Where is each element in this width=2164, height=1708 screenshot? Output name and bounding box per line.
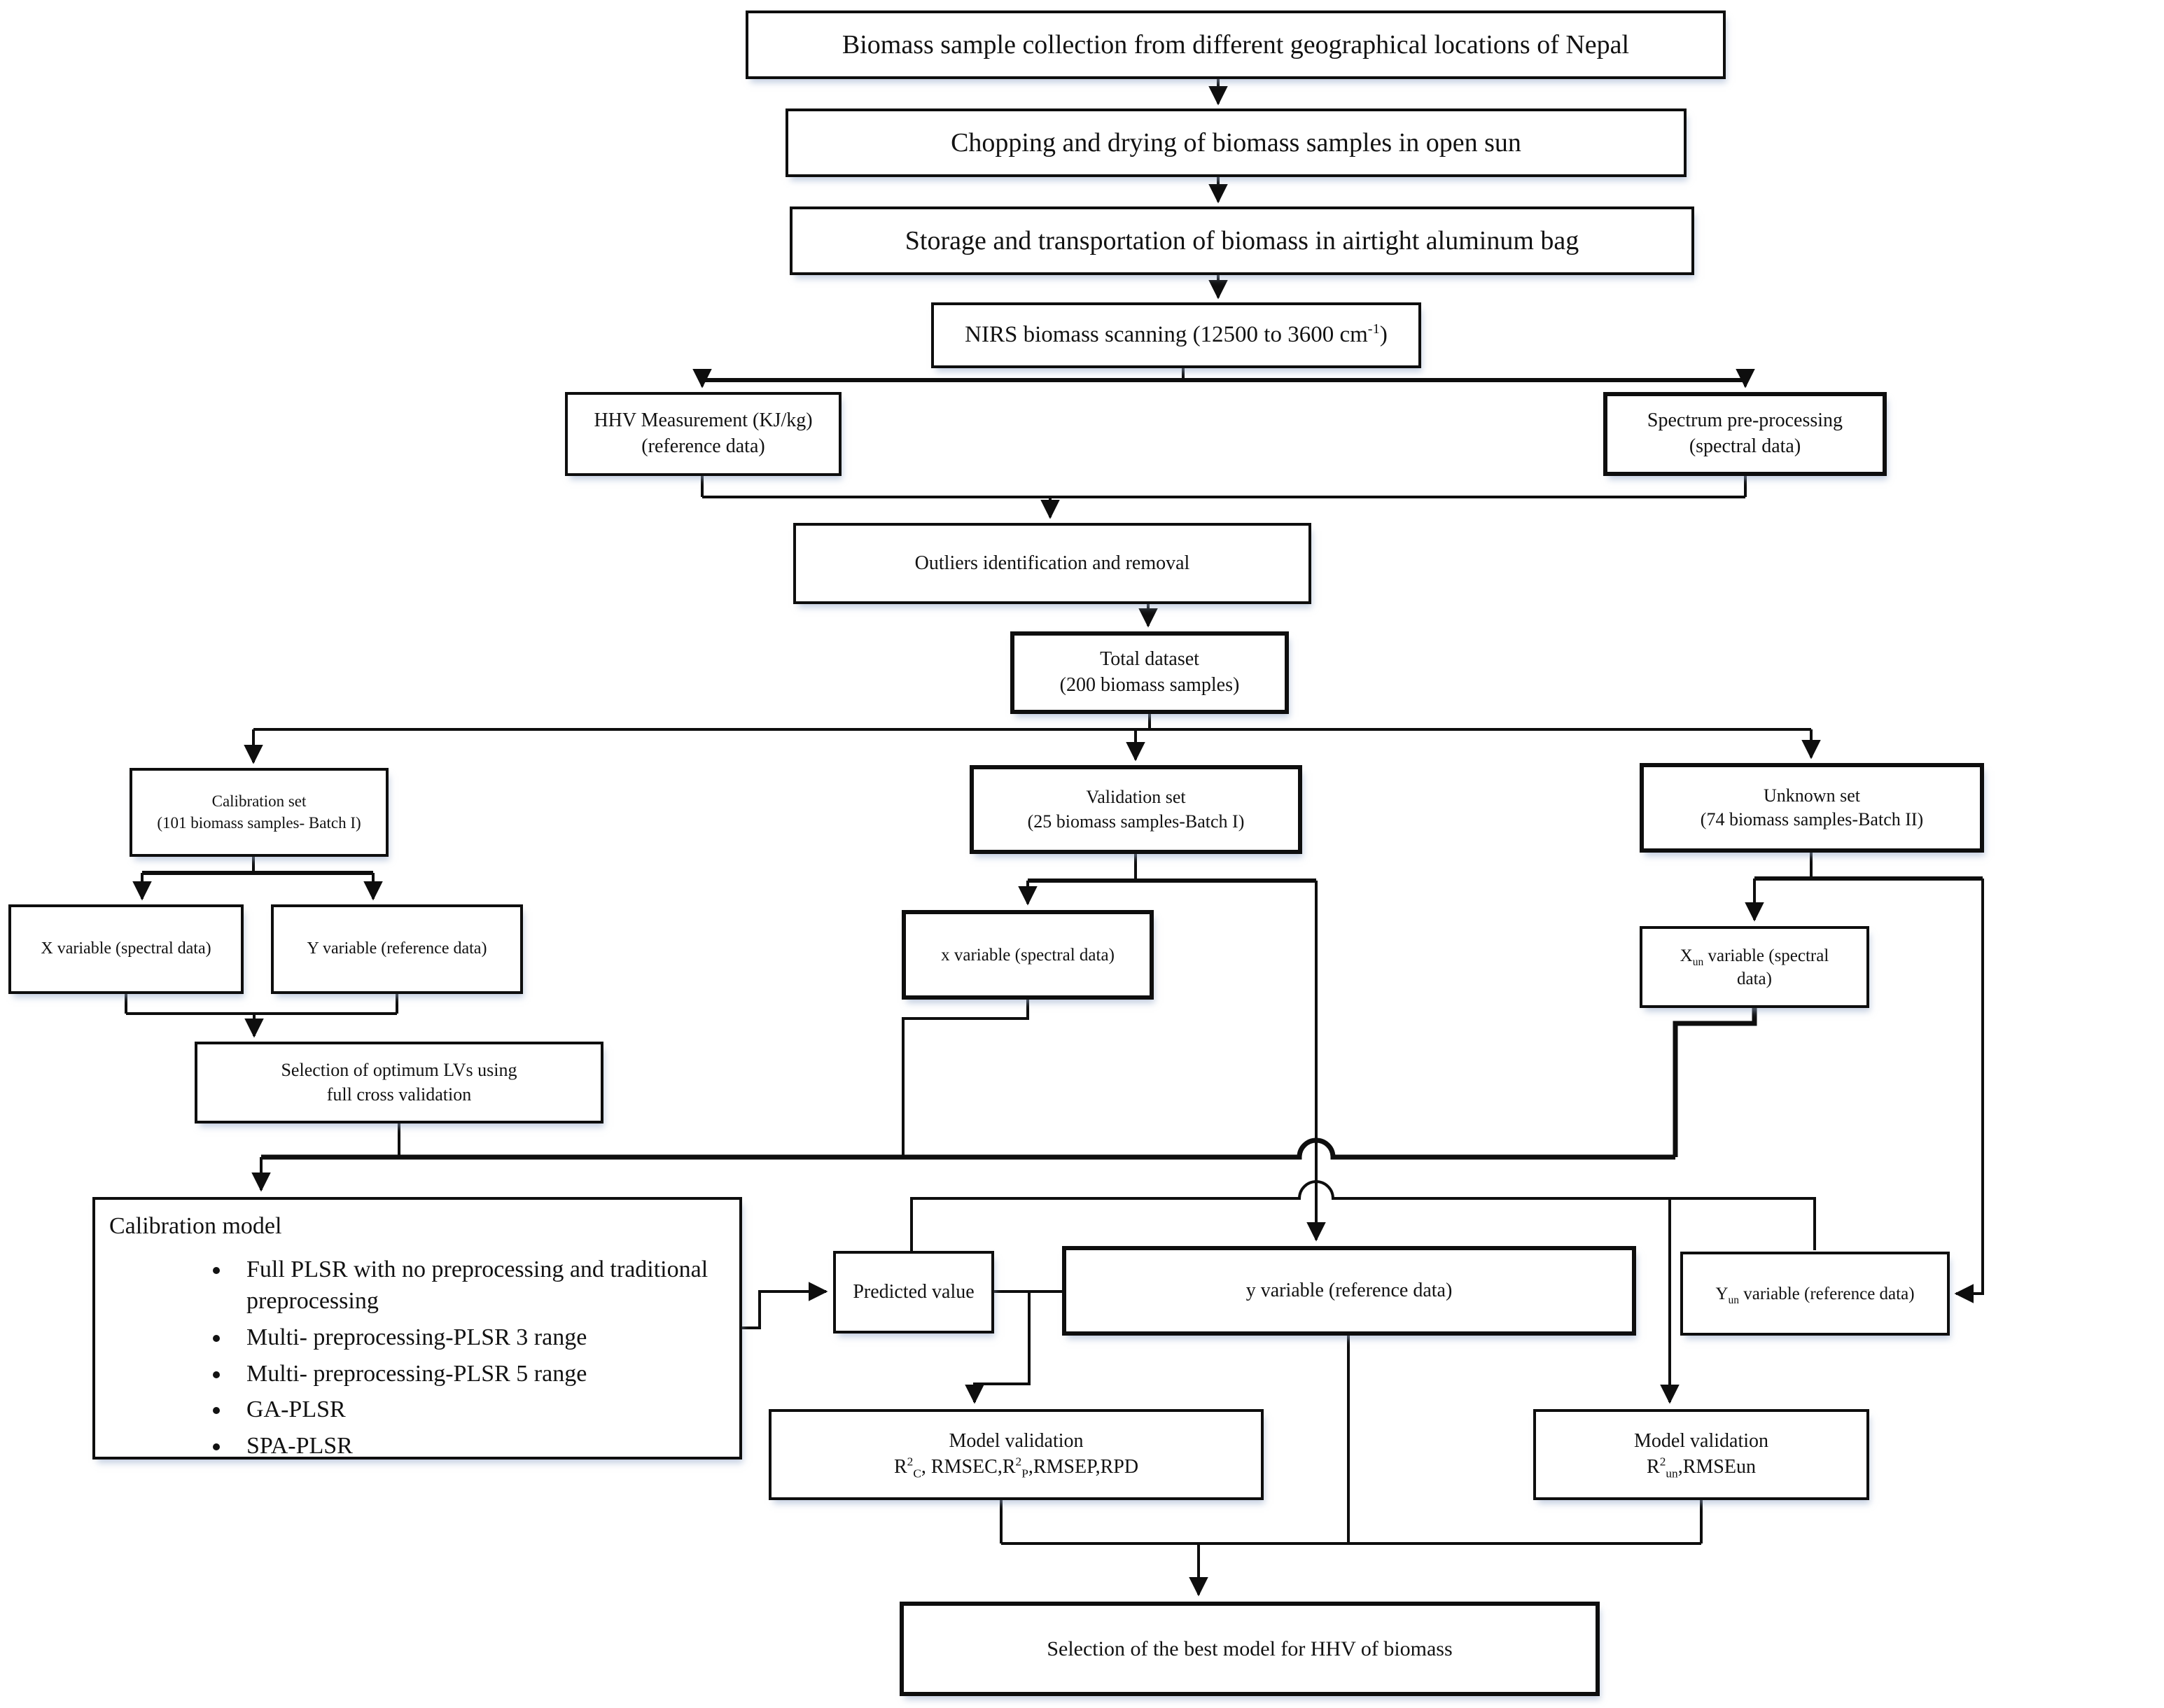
mv1-sup-2c: 2 — [907, 1455, 914, 1469]
edge-unknown-yun — [1954, 878, 1984, 1303]
box-calibration-set-line2: (101 biomass samples- Batch I) — [157, 813, 361, 832]
yun-subscript: un — [1728, 1294, 1740, 1306]
edge-predicted-mv1 — [965, 1292, 1031, 1404]
yun-base: Y — [1715, 1284, 1729, 1303]
box-calibration-model: Calibration model Full PLSR with no prep… — [92, 1197, 742, 1460]
nirs-text: NIRS biomass scanning (12500 to 3600 cm — [965, 322, 1368, 348]
mv1-sub-p: P — [1021, 1466, 1028, 1480]
yun-rest: variable (reference data) — [1739, 1284, 1915, 1303]
box-y-variable-label: Y variable (reference data) — [307, 939, 487, 958]
nirs-superscript: -1 — [1367, 321, 1380, 337]
xun-base: X — [1680, 946, 1693, 965]
bullet-multi-plsr-3: Multi- preprocessing-PLSR 3 range — [231, 1322, 725, 1354]
box-storage-transport: Storage and transportation of biomass in… — [790, 206, 1694, 275]
mv2-sup-2: 2 — [1659, 1455, 1666, 1469]
box-model-validation-calibration: Model validation R2C, RMSEC,R2P,RMSEP,RP… — [769, 1409, 1264, 1500]
box-x-variable-validation: x variable (spectral data) — [902, 910, 1154, 1000]
bullet-multi-plsr-5: Multi- preprocessing-PLSR 5 range — [231, 1359, 725, 1390]
box-unknown-set: Unknown set (74 biomass samples-Batch II… — [1640, 763, 1984, 853]
box-outliers-removal: Outliers identification and removal — [793, 523, 1311, 604]
mv2-rmseun: ,RMSEun — [1677, 1456, 1756, 1478]
box-hhv-line1: HHV Measurement (KJ/kg) — [594, 410, 813, 432]
bus-thin-1712 — [910, 1180, 1816, 1251]
mv2-line1: Model validation — [1633, 1430, 1769, 1452]
box-x-variable-validation-label: x variable (spectral data) — [941, 945, 1115, 965]
box-hhv-line2: (reference data) — [641, 435, 765, 457]
edge-xun-bus — [1673, 1008, 1757, 1157]
box-y-variable: Y variable (reference data) — [271, 904, 523, 994]
box-xun-line1: Xun variable (spectral — [1680, 944, 1829, 967]
box-storage-transport-label: Storage and transportation of biomass in… — [905, 225, 1579, 255]
edge-calibmodel-predicted — [742, 1282, 828, 1329]
nirs-close-paren: ) — [1379, 322, 1388, 348]
box-outliers-label: Outliers identification and removal — [914, 552, 1190, 574]
box-spectrum-preprocessing: Spectrum pre-processing (spectral data) — [1603, 392, 1887, 476]
box-yun-variable: Yun variable (reference data) — [1680, 1252, 1950, 1336]
box-lv-selection-line1: Selection of optimum LVs using — [281, 1060, 517, 1081]
calibration-model-bullet-list: Full PLSR with no preprocessing and trad… — [214, 1250, 725, 1467]
box-y-variable-validation-label: y variable (reference data) — [1245, 1279, 1453, 1301]
box-nirs-scanning: NIRS biomass scanning (12500 to 3600 cm-… — [931, 302, 1421, 368]
box-x-variable: X variable (spectral data) — [8, 904, 244, 994]
box-total-line2: (200 biomass samples) — [1059, 674, 1240, 696]
box-total-line1: Total dataset — [1100, 648, 1199, 671]
box-nirs-scanning-label: NIRS biomass scanning (12500 to 3600 cm-… — [965, 320, 1388, 351]
mv1-rmsec: , RMSEC,R — [921, 1456, 1016, 1478]
bullet-full-plsr: Full PLSR with no preprocessing and trad… — [231, 1254, 725, 1317]
box-best-model-label: Selection of the best model for HHV of b… — [1047, 1637, 1453, 1660]
box-best-model-selection: Selection of the best model for HHV of b… — [900, 1602, 1600, 1696]
box-y-variable-validation: y variable (reference data) — [1062, 1246, 1636, 1336]
box-xun-line2: data) — [1737, 969, 1772, 988]
mv2-metrics: R2un,RMSEun — [1647, 1455, 1756, 1480]
box-unknown-set-line2: (74 biomass samples-Batch II) — [1700, 809, 1924, 830]
xun-subscript: un — [1692, 955, 1704, 968]
box-validation-set-line1: Validation set — [1086, 787, 1186, 808]
box-predicted-value: Predicted value — [833, 1251, 994, 1334]
bullet-spa-plsr: SPA-PLSR — [231, 1431, 725, 1462]
box-total-dataset: Total dataset (200 biomass samples) — [1010, 631, 1289, 714]
xun-rest: variable (spectral — [1703, 946, 1829, 965]
box-spectrum-line1: Spectrum pre-processing — [1647, 410, 1843, 432]
box-calibration-model-title: Calibration model — [109, 1213, 282, 1239]
bus-thick-1653 — [261, 1138, 1675, 1160]
box-lv-selection-line2: full cross validation — [326, 1084, 472, 1105]
mv1-r: R — [893, 1456, 907, 1478]
box-validation-set-line2: (25 biomass samples-Batch I) — [1027, 811, 1245, 832]
box-model-validation-unknown: Model validation R2un,RMSEun — [1533, 1409, 1869, 1500]
mv1-sub-c: C — [913, 1466, 921, 1480]
box-hhv-measurement: HHV Measurement (KJ/kg) (reference data) — [565, 392, 842, 476]
box-calibration-set-line1: Calibration set — [211, 792, 307, 811]
box-lv-selection: Selection of optimum LVs using full cros… — [195, 1042, 603, 1124]
bullet-ga-plsr: GA-PLSR — [231, 1394, 725, 1426]
box-predicted-value-label: Predicted value — [853, 1280, 975, 1303]
edge-xvarsmall-bus — [902, 1000, 1029, 1157]
mv2-sub-un: un — [1666, 1466, 1678, 1480]
box-calibration-set: Calibration set (101 biomass samples- Ba… — [130, 768, 389, 857]
box-chopping-drying: Chopping and drying of biomass samples i… — [786, 108, 1687, 177]
box-sample-collection: Biomass sample collection from different… — [746, 10, 1726, 79]
mv2-r: R — [1647, 1456, 1660, 1478]
box-validation-set: Validation set (25 biomass samples-Batch… — [970, 765, 1302, 854]
box-xun-variable: Xun variable (spectral data) — [1640, 926, 1869, 1008]
mv1-sup-2p: 2 — [1015, 1455, 1022, 1469]
mv1-metrics: R2C, RMSEC,R2P,RMSEP,RPD — [894, 1455, 1138, 1480]
box-spectrum-line2: (spectral data) — [1689, 435, 1801, 457]
box-yun-label: Yun variable (reference data) — [1715, 1282, 1914, 1306]
mv1-line1: Model validation — [949, 1430, 1084, 1452]
mv1-rmsep-rpd: ,RMSEP,RPD — [1028, 1456, 1139, 1478]
box-sample-collection-label: Biomass sample collection from different… — [842, 29, 1630, 59]
box-chopping-drying-label: Chopping and drying of biomass samples i… — [951, 127, 1521, 158]
box-x-variable-label: X variable (spectral data) — [41, 939, 211, 958]
box-unknown-set-line1: Unknown set — [1764, 785, 1860, 806]
